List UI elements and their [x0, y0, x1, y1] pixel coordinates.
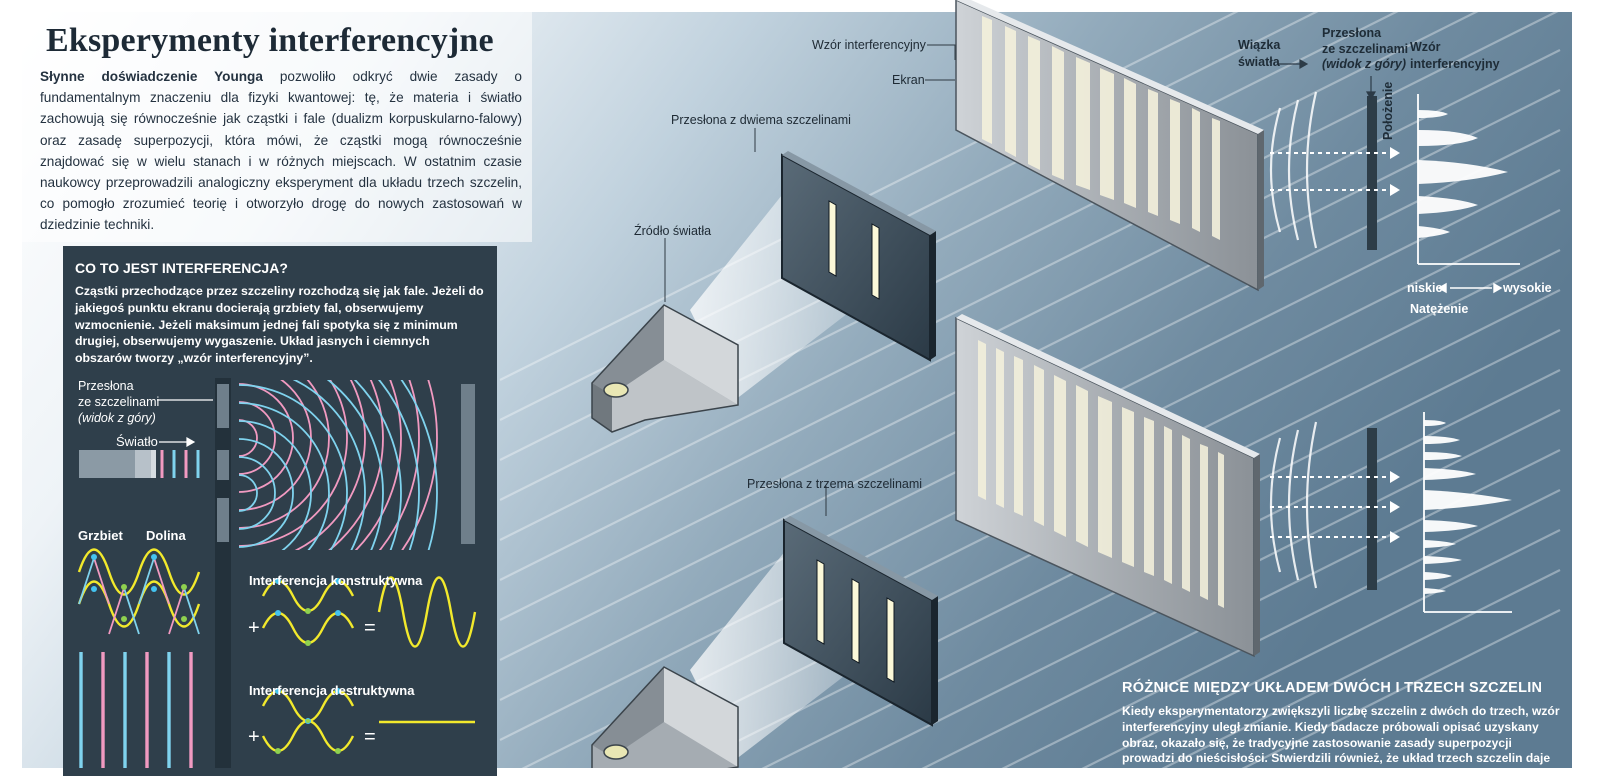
- position-axis-label: Położenie: [1381, 81, 1395, 140]
- differences-text: Kiedy eksperymentatorzy zwiększyli liczb…: [1122, 704, 1560, 782]
- three-slit-plate: [783, 516, 938, 727]
- two-slit-plate: [781, 151, 936, 362]
- trough-label: Dolina: [146, 528, 186, 543]
- intro-bold: Słynne doświadczenie Younga: [40, 69, 263, 84]
- intensity-axis-label: Natężenie: [1410, 302, 1469, 316]
- pattern-label-2: interferencyjny: [1410, 57, 1500, 71]
- slits-label-1: Przesłona: [1322, 26, 1382, 40]
- top-view-three-slit: [1269, 412, 1512, 613]
- upper-screen: [955, 0, 1264, 292]
- low-label: niskie: [1407, 281, 1443, 295]
- pattern-label: Wzór interferencyjny: [812, 38, 926, 52]
- high-label: wysokie: [1503, 281, 1552, 295]
- slit-label-1: Przesłona: [78, 379, 134, 393]
- intro-rest: pozwoliło odkryć dwie zasady o fundament…: [40, 69, 522, 233]
- equals-sign-constructive: =: [364, 617, 376, 639]
- interference-illustrations: [77, 378, 477, 768]
- interference-heading: CO TO JEST INTERFERENCJA?: [75, 260, 288, 276]
- intro-paragraph: Słynne doświadczenie Younga pozwoliło od…: [40, 66, 522, 236]
- upper-light-source: [591, 304, 739, 433]
- beam-label-2: światła: [1238, 55, 1280, 69]
- constructive-label: Interferencja konstruktywna: [249, 573, 423, 588]
- pattern-label-1: Wzór: [1410, 40, 1441, 54]
- interference-text: Cząstki przechodzące przez szczeliny roz…: [75, 284, 484, 366]
- interference-panel: [63, 246, 497, 776]
- two-slit-label: Przesłona z dwiema szczelinami: [671, 113, 851, 127]
- plus-sign-constructive: +: [248, 617, 260, 639]
- light-label: Światło: [116, 434, 158, 449]
- top-view-two-slit: [1269, 91, 1520, 265]
- slit-label-3: (widok z góry): [78, 411, 156, 425]
- lower-light-source: [591, 666, 739, 768]
- lower-screen: [955, 314, 1260, 658]
- three-slit-label: Przesłona z trzema szczelinami: [747, 477, 923, 491]
- crest-label: Grzbiet: [78, 528, 123, 543]
- slit-label-2: ze szczelinami: [78, 395, 160, 409]
- plus-sign-destructive: +: [248, 726, 260, 748]
- page-title: Eksperymenty interferencyjne: [46, 22, 494, 59]
- slits-label-2: ze szczelinami: [1322, 42, 1409, 56]
- screen-label: Ekran: [892, 73, 925, 87]
- equals-sign-destructive: =: [364, 726, 376, 748]
- beam-label-1: Wiązka: [1238, 38, 1281, 52]
- slits-label-3: (widok z góry): [1322, 57, 1407, 71]
- differences-heading: RÓŻNICE MIĘDZY UKŁADEM DWÓCH I TRZECH SZ…: [1122, 680, 1543, 696]
- source-label: Źródło światła: [634, 224, 712, 238]
- destructive-label: Interferencja destruktywna: [249, 683, 415, 698]
